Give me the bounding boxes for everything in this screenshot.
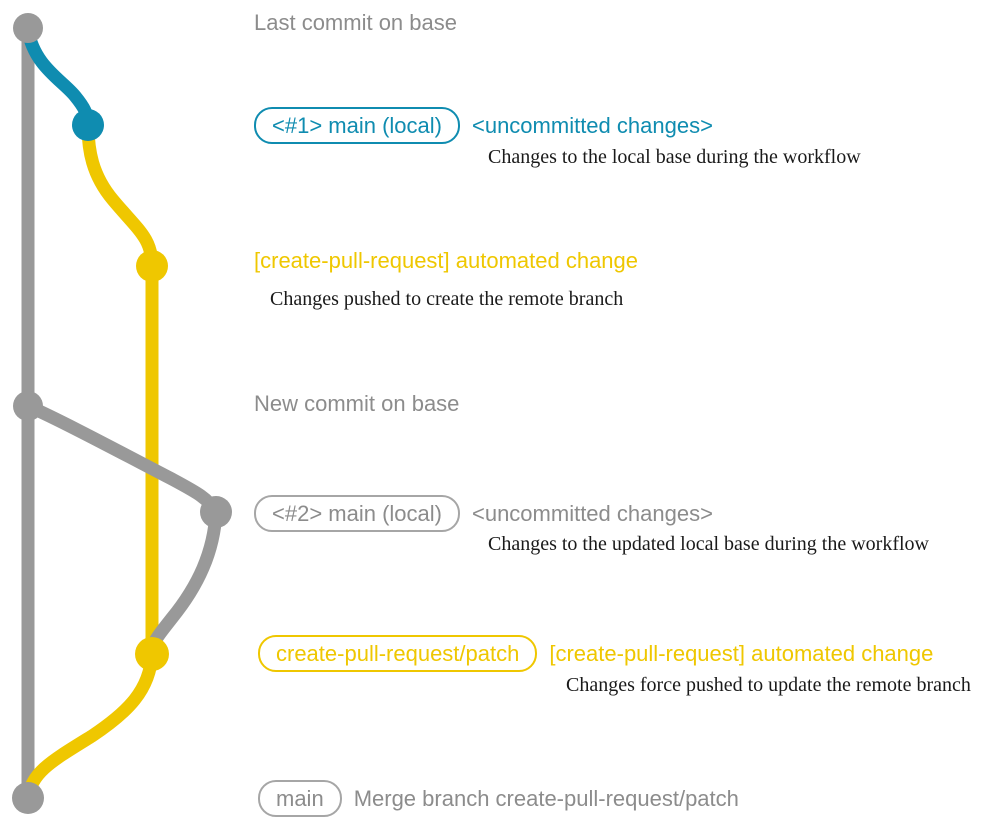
commit-subject-merge-branch: Merge branch create-pull-request/patch (353, 786, 739, 811)
ref-badge-create-pull-request-patch[interactable]: create-pull-request/patch (258, 635, 538, 672)
commit-nodes (12, 13, 232, 814)
edge-local2-to-patch2 (145, 505, 223, 661)
commit-subject-local-1: <uncommitted changes> (471, 113, 713, 138)
commit-subject-last-commit-on-base: Last commit on base (254, 10, 457, 35)
commit-note-local-1: Changes to the local base during the wor… (488, 146, 861, 168)
commit-subject-automated-change-create: [create-pull-request] automated change (254, 248, 639, 273)
ref-badge-local-2[interactable]: <#2> main (local) (254, 495, 460, 532)
commit-node-patch-2 (135, 637, 169, 671)
commit-node-local-2 (200, 496, 232, 528)
commit-node-patch-1 (136, 250, 168, 282)
edge-patch2-to-merge (21, 647, 159, 805)
edge-base-to-local2 (21, 399, 223, 519)
commit-node-base-head (13, 13, 43, 43)
commit-note-automated-change-update: Changes force pushed to update the remot… (566, 674, 971, 696)
commit-subject-automated-change-update: [create-pull-request] automated change (549, 641, 934, 666)
commit-subject-local-2: <uncommitted changes> (471, 501, 713, 526)
ref-badge-main[interactable]: main (258, 780, 342, 817)
commit-node-merge (12, 782, 44, 814)
commit-node-base-new (13, 391, 43, 421)
commit-row-local-uncommitted-2: <#2> main (local) <uncommitted changes> (254, 495, 713, 532)
edge-local-to-patch (81, 118, 159, 273)
commit-row-automated-change-update: create-pull-request/patch [create-pull-r… (258, 635, 933, 672)
commit-node-local-1 (72, 109, 104, 141)
commit-row-local-uncommitted-1: <#1> main (local) <uncommitted changes> (254, 107, 713, 144)
ref-badge-local-1[interactable]: <#1> main (local) (254, 107, 460, 144)
commit-note-local-2: Changes to the updated local base during… (488, 533, 929, 555)
commit-subject-new-commit-on-base: New commit on base (254, 391, 460, 416)
commit-row-merge-branch: main Merge branch create-pull-request/pa… (258, 780, 739, 817)
commit-note-automated-change-create: Changes pushed to create the remote bran… (270, 288, 624, 310)
edge-base-to-local (21, 23, 95, 132)
